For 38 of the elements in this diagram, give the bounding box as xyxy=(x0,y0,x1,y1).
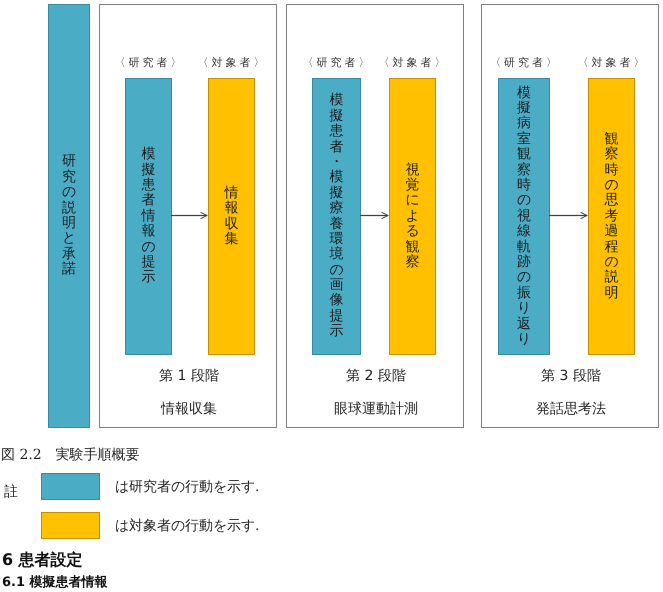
method-label: 眼球運動計測 xyxy=(334,400,418,418)
column-header: 〈対象者〉 xyxy=(378,56,448,70)
step-box xyxy=(389,78,436,355)
step-text: 情報収集 xyxy=(224,186,238,248)
method-label: 発話思考法 xyxy=(536,400,606,418)
step-box xyxy=(312,78,361,355)
step-box xyxy=(48,4,90,428)
subsection-heading: 6.1 模擬患者情報 xyxy=(2,575,108,591)
step-text: 模擬患者情報の提示 xyxy=(142,147,156,286)
step-box xyxy=(208,78,255,355)
arrow xyxy=(549,212,588,220)
column-header: 〈研究者〉 xyxy=(490,56,560,70)
step-text: 観察時の思考過程の説明 xyxy=(604,132,618,302)
stage-panel xyxy=(481,4,659,428)
column-header: 〈対象者〉 xyxy=(578,56,648,70)
step-box xyxy=(125,78,172,355)
section-heading: 6 患者設定 xyxy=(2,550,83,570)
arrow xyxy=(360,212,388,220)
step-text: 模擬病室観察時の視線軌跡の振り返り xyxy=(517,86,531,348)
legend-text: は研究者の行動を示す. xyxy=(115,478,260,496)
step-text: 視覚による観察 xyxy=(406,162,420,270)
step-text: 模擬患者・模擬療養環境の画像提示 xyxy=(330,93,344,340)
column-header: 〈対象者〉 xyxy=(198,56,268,70)
method-label: 情報収集 xyxy=(161,400,217,418)
stage-label: 第 1 段階 xyxy=(159,367,219,385)
arrow xyxy=(171,212,208,220)
column-header: 〈研究者〉 xyxy=(114,56,184,70)
stage-label: 第 3 段階 xyxy=(541,367,601,385)
legend-text: は対象者の行動を示す. xyxy=(115,517,260,535)
step-box xyxy=(588,78,635,355)
stage-label: 第 2 段階 xyxy=(346,367,406,385)
stage-panel xyxy=(286,4,464,428)
step-box xyxy=(498,78,550,355)
note-label: 註 xyxy=(4,483,18,501)
column-header: 〈研究者〉 xyxy=(302,56,372,70)
step-text: 研究の説明と承諾 xyxy=(62,154,76,278)
figure-caption: 図 2.2 実験手順概要 xyxy=(1,446,140,464)
stage-panel xyxy=(99,4,277,428)
